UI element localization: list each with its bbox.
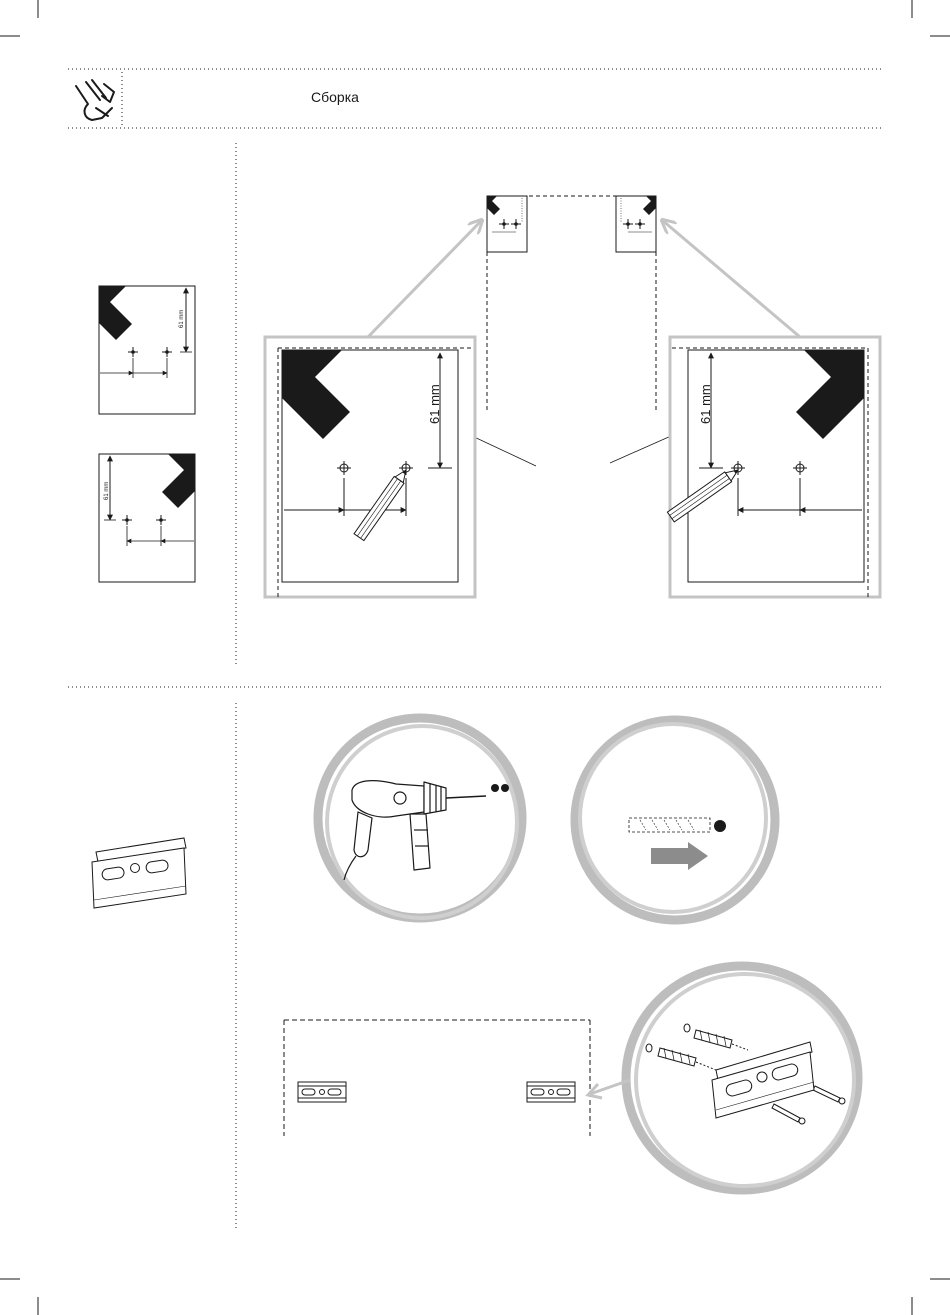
drill-icon (344, 781, 486, 880)
thumb-left-measure-label: 61 mm (179, 310, 185, 328)
cabinet-top-outline (284, 1020, 590, 1136)
mounted-bracket-left (298, 1082, 346, 1102)
insert-direction-arrow (651, 842, 708, 870)
detail-right-measure-label: 61 mm (698, 384, 713, 424)
drilled-holes (491, 784, 509, 792)
header-rules (68, 69, 882, 128)
hands-assembly-icon (76, 80, 114, 120)
wall-bracket-icon (712, 1042, 814, 1118)
wall-plug-icon (629, 818, 726, 832)
leader-lines (455, 428, 689, 466)
zoom-arrows (368, 220, 800, 337)
detail-left-frame (265, 337, 475, 597)
mounted-bracket-right (527, 1082, 575, 1102)
detail-left-measure-label: 61 mm (427, 384, 442, 424)
thumb-right-measure-label: 61 mm (104, 482, 110, 500)
cabinet-corner-left (487, 196, 527, 252)
wall-bracket-icon (92, 838, 186, 908)
thumb-left-bracket-layout (99, 286, 195, 414)
detail-right-frame (670, 337, 880, 597)
thumb-right-bracket-layout (99, 454, 195, 582)
page-title: Сборка (311, 89, 359, 105)
cabinet-corner-right (616, 196, 656, 252)
